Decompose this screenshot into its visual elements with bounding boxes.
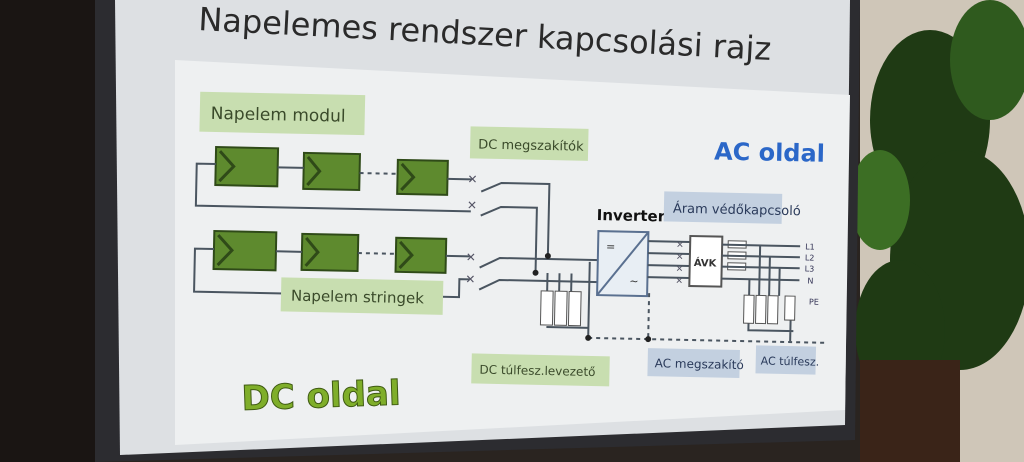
inverter-symbol: = ~ xyxy=(596,230,650,298)
svg-text:N: N xyxy=(807,276,813,285)
label-dc-surge: DC túlfesz.levezető xyxy=(479,363,595,379)
svg-text:✕: ✕ xyxy=(676,253,684,263)
inverter-label: Inverter xyxy=(597,206,666,225)
svg-text:✕: ✕ xyxy=(467,198,477,212)
plant xyxy=(850,0,1024,400)
label-rcd: Áram védőkapcsoló xyxy=(673,201,801,220)
label-box-module xyxy=(199,91,366,136)
label-box-strings xyxy=(280,277,444,315)
label-box-dc-breakers xyxy=(469,126,589,161)
ac-wiring: ✕ ✕ ✕ ✕ ÁVK xyxy=(585,234,829,344)
dark-cabinet xyxy=(0,0,95,462)
brown-furniture xyxy=(860,360,960,462)
module-string-1 xyxy=(194,146,472,213)
svg-text:✕: ✕ xyxy=(676,265,684,275)
label-ac-breaker: AC megszakító xyxy=(655,356,744,372)
svg-text:✕: ✕ xyxy=(467,172,477,186)
svg-text:=: = xyxy=(606,240,615,253)
svg-text:✕: ✕ xyxy=(465,272,475,286)
label-ac-surge: AC túlfesz. xyxy=(761,354,820,368)
label-box-dc-surge xyxy=(471,353,610,387)
dc-surge-arresters xyxy=(539,261,591,338)
label-box-rcd xyxy=(663,191,783,224)
svg-text:✕: ✕ xyxy=(675,277,683,287)
avk-label: ÁVK xyxy=(694,256,718,269)
svg-text:~: ~ xyxy=(629,275,638,288)
dc-breakers: ✕ ✕ ✕ ✕ xyxy=(465,172,600,291)
svg-text:L2: L2 xyxy=(805,253,815,262)
dc-side-title: DC oldal xyxy=(241,373,401,419)
svg-text:PE: PE xyxy=(809,297,819,306)
label-dc-breakers: DC megszakítók xyxy=(478,138,584,155)
svg-text:✕: ✕ xyxy=(676,241,684,251)
svg-text:L3: L3 xyxy=(805,264,815,273)
module-string-2 xyxy=(193,229,470,299)
line-labels: L1 L2 L3 N PE xyxy=(805,242,819,306)
label-strings: Napelem stringek xyxy=(291,287,425,308)
svg-text:✕: ✕ xyxy=(466,250,476,264)
ac-side-title: AC oldal xyxy=(714,137,825,167)
svg-text:L1: L1 xyxy=(805,242,815,251)
label-module: Napelem modul xyxy=(211,104,346,127)
label-box-ac-breaker xyxy=(647,348,740,379)
label-box-ac-surge xyxy=(755,345,817,375)
